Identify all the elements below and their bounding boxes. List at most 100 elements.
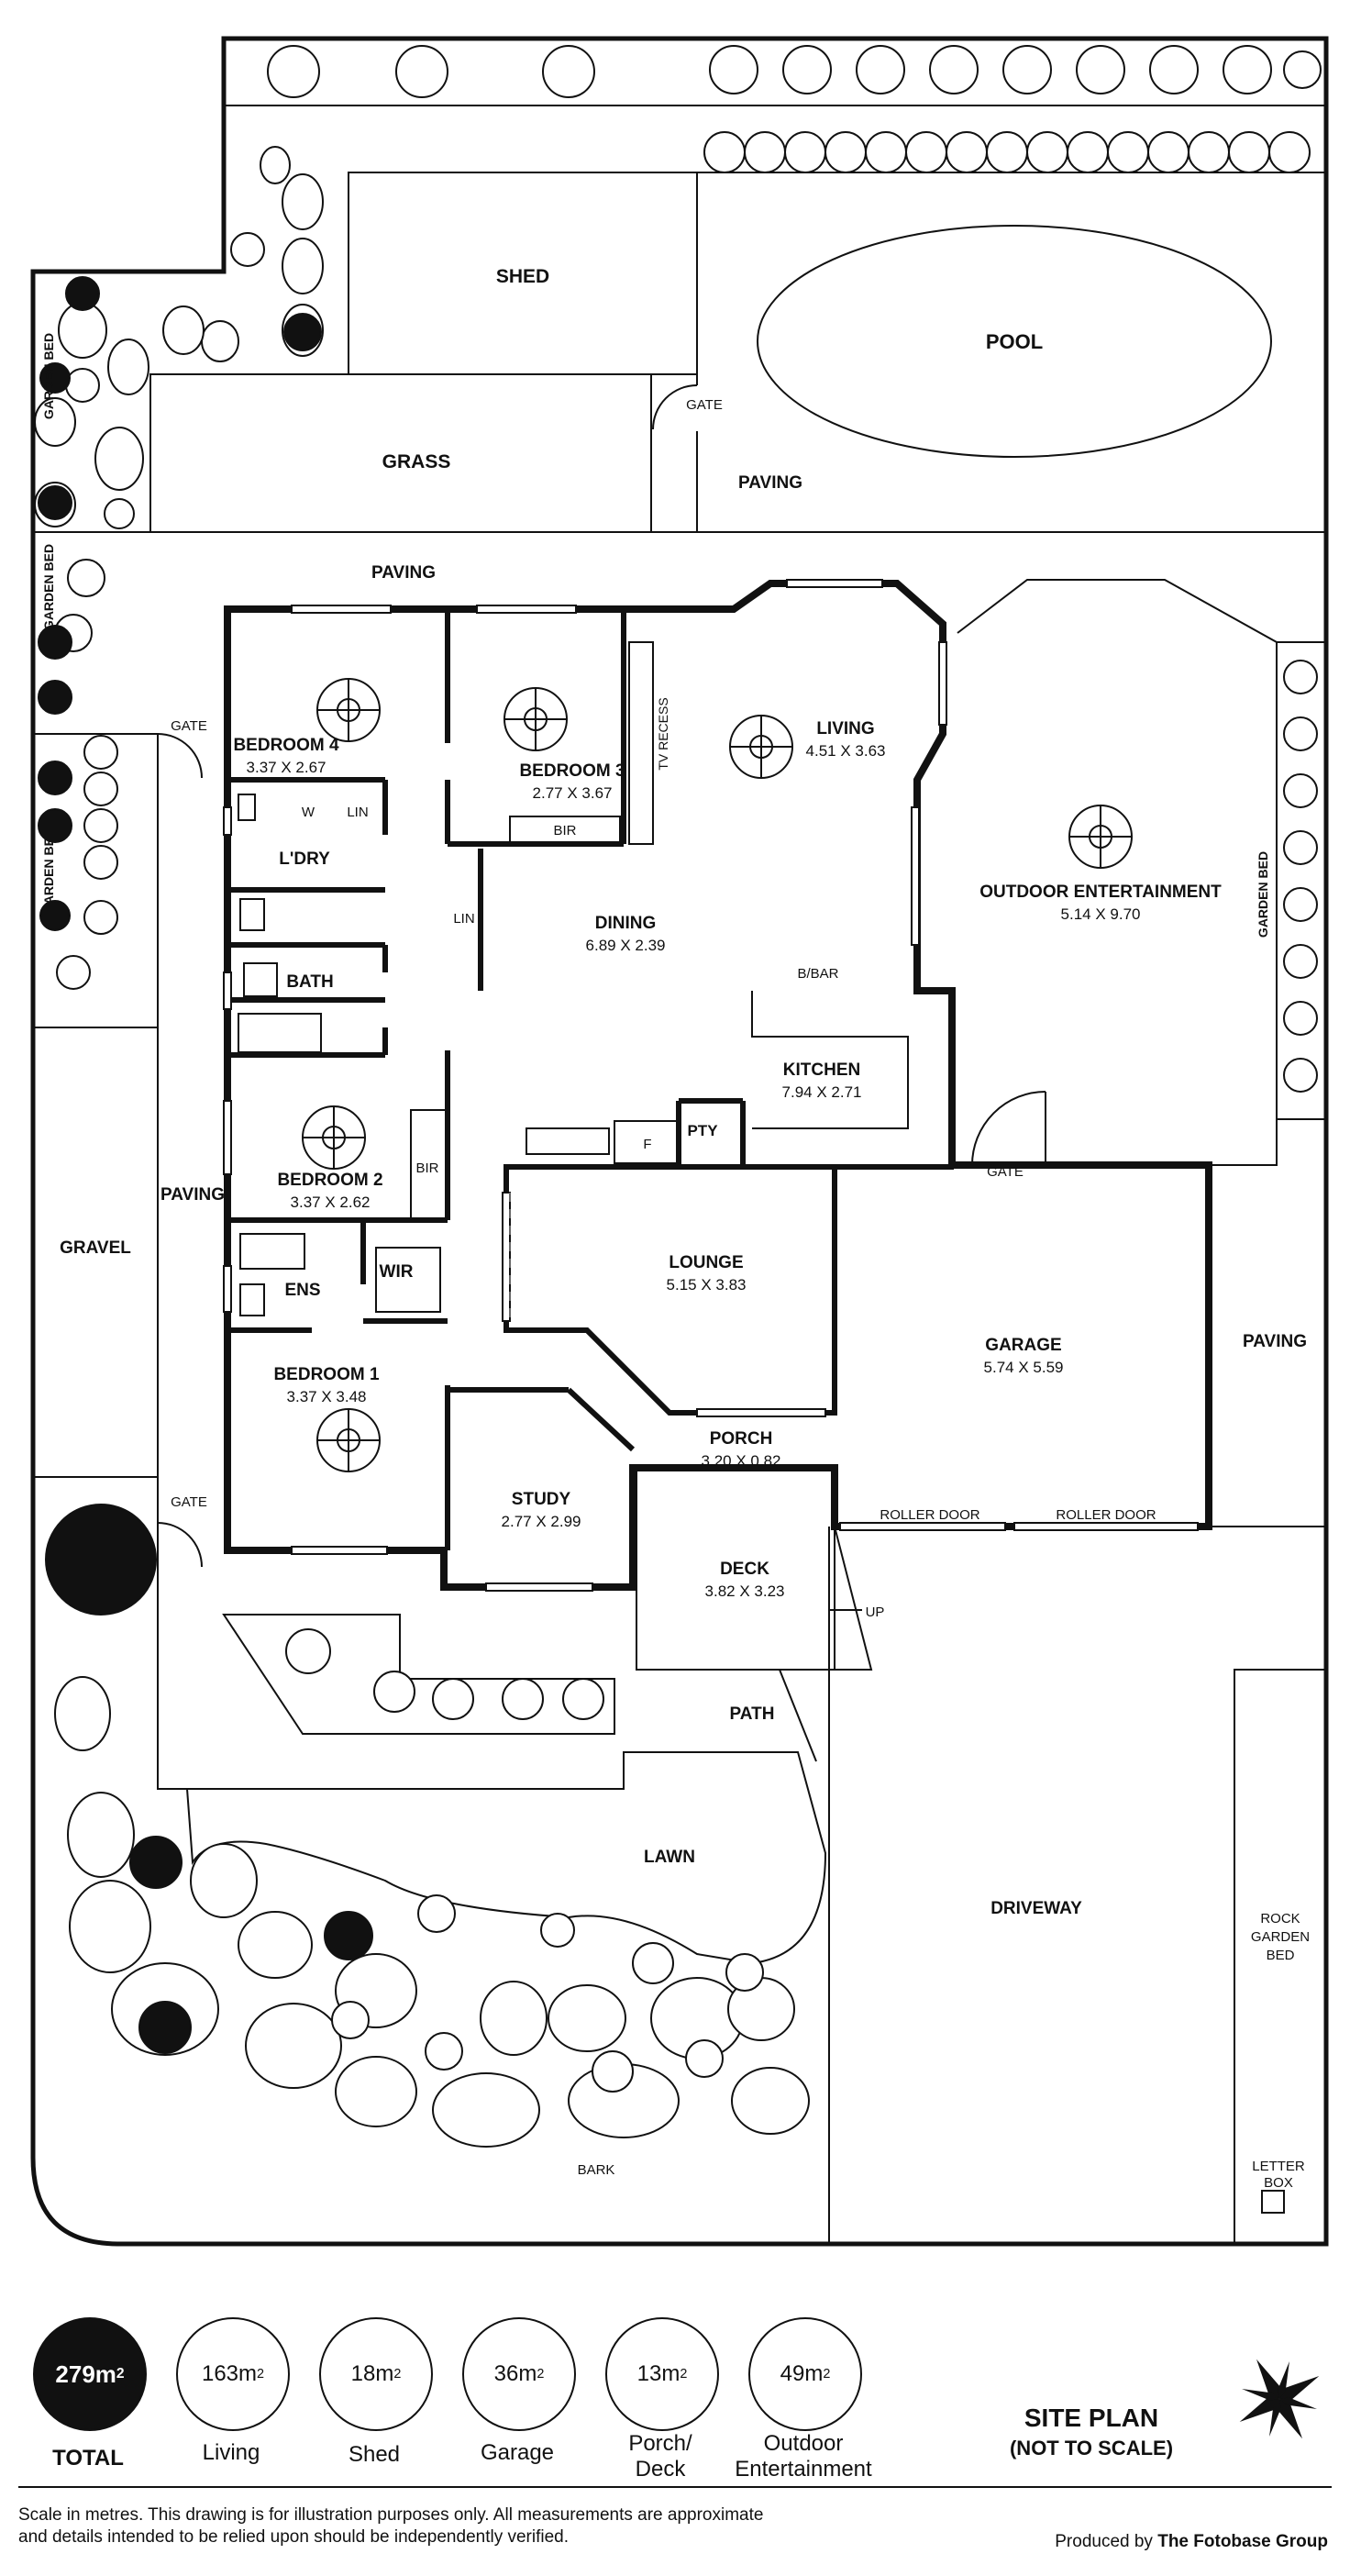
living-dim: 4.51 X 3.63: [806, 742, 886, 760]
shed-area-sup: 2: [393, 2367, 402, 2382]
fixtures: [238, 641, 909, 1321]
bedroom4-label: BEDROOM 4: [233, 736, 339, 755]
kitchen-dim: 7.94 X 2.71: [782, 1083, 862, 1101]
gate-left1-label: GATE: [171, 718, 207, 734]
shed-area-label: Shed: [348, 2442, 401, 2467]
deck-label: DECK: [720, 1560, 769, 1579]
gravel-label: GRAVEL: [60, 1238, 131, 1258]
outdoor-structures: [636, 579, 1327, 2245]
w-label: W: [302, 805, 315, 820]
porch-area-label: Porch/ Deck: [628, 2431, 692, 2482]
garage-area-value: 36m: [493, 2361, 537, 2386]
garden-bed-right-label: GARDEN BED: [1256, 851, 1270, 938]
garden-bed-label-3: GARDEN BED: [41, 828, 56, 915]
gate-garage-label: GATE: [987, 1164, 1024, 1180]
porch-label: PORCH: [710, 1429, 773, 1449]
rock-label-3: BED: [1267, 1948, 1295, 1963]
total-area-value: 279m: [55, 2359, 116, 2388]
bath-label: BATH: [286, 972, 333, 992]
bark-label: BARK: [578, 2162, 615, 2178]
porch-area-sup: 2: [680, 2367, 688, 2382]
rock-label-2: GARDEN: [1251, 1929, 1310, 1945]
bedroom3-label: BEDROOM 3: [519, 761, 625, 781]
outdoor-label: OUTDOOR ENTERTAINMENT: [979, 883, 1222, 902]
f-label: F: [643, 1137, 651, 1152]
roller-door-2-label: ROLLER DOOR: [1056, 1507, 1156, 1523]
pool: [757, 225, 1272, 458]
total-area-sup: 2: [116, 2366, 125, 2382]
dining-label: DINING: [595, 914, 657, 933]
bedroom1-dim: 3.37 X 3.48: [287, 1388, 367, 1405]
total-area-label: TOTAL: [52, 2446, 124, 2471]
compass-rose-icon: [1239, 2359, 1320, 2439]
outdoor-area-value: 49m: [780, 2361, 824, 2386]
garage-label: GARAGE: [985, 1336, 1061, 1355]
producer-credit: Produced by The Fotobase Group: [1055, 2532, 1328, 2552]
letter-label-1: LETTER: [1252, 2159, 1305, 2174]
shed-label: SHED: [496, 266, 549, 287]
site-plan-drawing: SHED POOL GRASS PAVING GATE: [30, 36, 1329, 2247]
garden-bushes-top-left: [34, 146, 324, 529]
lin2-label: LIN: [453, 911, 474, 927]
room-labels: PAVING GATE GATE GATE BEDROOM 4 3.37 X 2…: [60, 563, 1310, 2191]
gates: [157, 733, 203, 1568]
garage-area-sup: 2: [537, 2367, 545, 2382]
bir2-label: BIR: [415, 1160, 438, 1176]
ens-label: ENS: [284, 1281, 320, 1300]
letter-box: [1261, 2190, 1285, 2214]
gate-top-label: GATE: [686, 397, 723, 413]
house-walls: [224, 580, 1212, 1591]
bbar-label: B/BAR: [797, 966, 838, 982]
bedroom2-dim: 3.37 X 2.62: [291, 1194, 371, 1211]
roller-door-1-label: ROLLER DOOR: [880, 1507, 979, 1523]
bedroom1-label: BEDROOM 1: [273, 1365, 380, 1384]
garage-area-label: Garage: [480, 2440, 555, 2465]
hedge-row: [267, 45, 1322, 173]
up-label: UP: [866, 1604, 885, 1620]
bedroom4-dim: 3.37 X 2.67: [247, 759, 326, 776]
shed-area-value: 18m: [350, 2361, 394, 2386]
paving-top-label: PAVING: [371, 563, 436, 583]
property-boundary: [30, 36, 1329, 2247]
laundry-label: L'DRY: [279, 849, 330, 869]
disclaimer-note: Scale in metres. This drawing is for ill…: [18, 2505, 764, 2547]
driveway-label: DRIVEWAY: [990, 1899, 1082, 1918]
living-area-label: Living: [202, 2440, 260, 2465]
path-label: PATH: [730, 1704, 775, 1724]
outdoor-area-label: Outdoor Entertainment: [735, 2431, 872, 2482]
living-label: LIVING: [816, 719, 874, 738]
letter-label-2: BOX: [1264, 2175, 1293, 2191]
porch-area-value: 13m: [636, 2361, 681, 2386]
site-plan-heading: SITE PLAN (NOT TO SCALE): [990, 2404, 1192, 2460]
pty-label: PTY: [687, 1122, 718, 1139]
bir3-label: BIR: [553, 823, 576, 838]
paving-right-label: PAVING: [1243, 1332, 1307, 1351]
outdoor-area-sup: 2: [823, 2367, 831, 2382]
living-area-value: 163m: [201, 2361, 258, 2386]
deck-dim: 3.82 X 3.23: [705, 1582, 785, 1600]
front-garden: [45, 1504, 827, 2148]
pool-label: POOL: [986, 330, 1043, 353]
tv-recess-label: TV RECESS: [656, 697, 670, 770]
gate-left2-label: GATE: [171, 1494, 207, 1510]
lounge-dim: 5.15 X 3.83: [667, 1276, 747, 1294]
study-label: STUDY: [512, 1490, 571, 1509]
ceiling-fans: [302, 678, 1133, 1472]
windows: [223, 579, 1199, 1592]
bedroom2-label: BEDROOM 2: [277, 1171, 382, 1190]
wir-label: WIR: [380, 1262, 414, 1282]
kitchen-label: KITCHEN: [783, 1060, 860, 1080]
right-garden-strip: [1276, 641, 1327, 1120]
paving-left-label: PAVING: [160, 1185, 225, 1205]
garden-bed-label-1: GARDEN BED: [41, 333, 56, 419]
lawn-label: LAWN: [644, 1848, 695, 1867]
study-dim: 2.77 X 2.99: [502, 1513, 581, 1530]
rock-garden-bed: [1234, 1669, 1327, 2245]
outdoor-dim: 5.14 X 9.70: [1061, 905, 1141, 923]
tv-recess: [628, 641, 654, 845]
back-yard: SHED POOL GRASS PAVING GATE: [33, 45, 1326, 533]
